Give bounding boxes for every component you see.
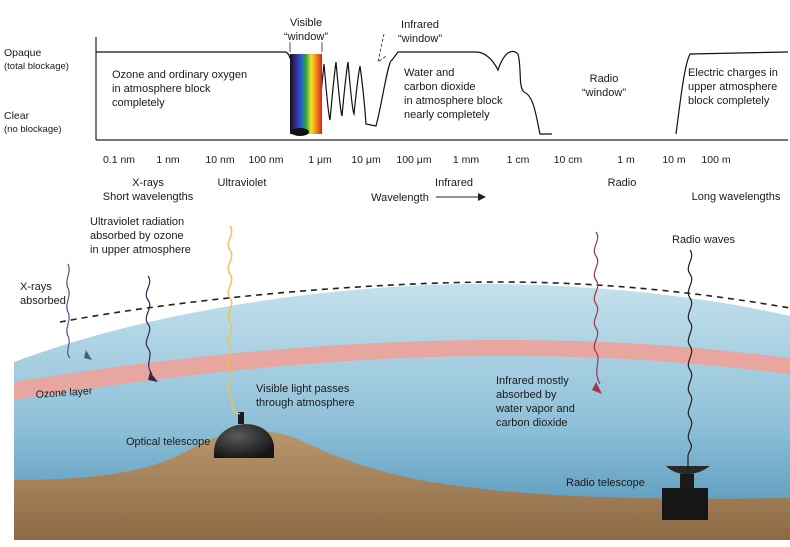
optical-telescope-label: Optical telescope: [126, 436, 210, 448]
water-note-1: Water and: [404, 67, 454, 79]
xray-note-2: absorbed: [20, 295, 66, 307]
infrared-window-pointer: [378, 34, 386, 62]
wavelength-tick-label: 1 cm: [507, 154, 530, 166]
water-note-2: carbon dioxide: [404, 81, 476, 93]
y-top-label-2: (total blockage): [4, 61, 69, 72]
opacity-curve-radio: [676, 52, 788, 134]
visible-note-1: Visible light passes: [256, 383, 350, 395]
visible-window-label-2: “window”: [284, 31, 328, 43]
water-note-3: in atmosphere block: [404, 95, 503, 107]
uv-note-1: Ultraviolet radiation: [90, 216, 184, 228]
visible-spectrum-band: [290, 54, 322, 134]
wavelength-tick-label: 1 nm: [156, 154, 180, 166]
infrared-note-4: carbon dioxide: [496, 417, 568, 429]
ozone-note-1: Ozone and ordinary oxygen: [112, 69, 247, 81]
radio-window-label-2: “window”: [582, 87, 626, 99]
band-label-infrared: Infrared: [435, 177, 473, 189]
infrared-note-3: water vapor and: [495, 403, 575, 415]
ozone-note-3: completely: [112, 97, 165, 109]
y-top-label-1: Opaque: [4, 47, 42, 59]
wavelength-tick-label: 10 m: [662, 154, 686, 166]
wavelength-tick-label: 1 m: [617, 154, 635, 166]
radio-waves-label: Radio waves: [672, 234, 735, 246]
electric-note-2: upper atmosphere: [688, 81, 777, 93]
spectrum-base: [291, 128, 309, 136]
visible-note-2: through atmosphere: [256, 397, 354, 409]
y-bottom-label-2: (no blockage): [4, 124, 62, 135]
uv-note-3: in upper atmosphere: [90, 244, 191, 256]
xray-note-1: X-rays: [20, 281, 52, 293]
visible-window-label-1: Visible: [290, 17, 322, 29]
wavelength-tick-label: 100 m: [701, 154, 730, 166]
band-label-ultraviolet: Ultraviolet: [218, 177, 267, 189]
band-labels: X-rays Short wavelengths Ultraviolet Inf…: [103, 177, 781, 204]
ozone-note-2: in atmosphere block: [112, 83, 211, 95]
radio-telescope-label: Radio telescope: [566, 477, 645, 489]
wavelength-tick-label: 10 μm: [351, 154, 381, 166]
long-wavelengths-label: Long wavelengths: [692, 191, 781, 203]
wavelength-axis-label: Wavelength: [371, 192, 429, 204]
short-wavelengths-label: Short wavelengths: [103, 191, 194, 203]
infrared-window-label-1: Infrared: [401, 19, 439, 31]
wavelength-tick-label: 0.1 nm: [103, 154, 135, 166]
electric-note-3: block completely: [688, 95, 770, 107]
wavelength-tick-label: 1 mm: [453, 154, 480, 166]
y-bottom-label-1: Clear: [4, 110, 30, 122]
band-label-xrays: X-rays: [132, 177, 164, 189]
wavelength-tick-label: 100 nm: [248, 154, 283, 166]
wavelength-arrow-icon: [436, 193, 486, 201]
atmosphere-scene: Ultraviolet radiation absorbed by ozone …: [14, 216, 790, 540]
wavelength-scale: 0.1 nm 1 nm 10 nm 100 nm 1 μm 10 μm 100 μm 1 mm…: [103, 154, 731, 166]
opacity-chart: Opaque (total blockage) Clear (no blocka…: [4, 17, 788, 140]
wavelength-tick-label: 1 μm: [308, 154, 332, 166]
water-note-4: nearly completely: [404, 109, 490, 121]
wavelength-tick-label: 10 nm: [205, 154, 234, 166]
infrared-note-2: absorbed by: [496, 389, 557, 401]
wavelength-tick-label: 100 μm: [396, 154, 431, 166]
uv-note-2: absorbed by ozone: [90, 230, 184, 242]
infrared-window-label-2: “window”: [398, 33, 442, 45]
wavelength-tick-label: 10 cm: [554, 154, 583, 166]
electric-note-1: Electric charges in: [688, 67, 778, 79]
infrared-note-1: Infrared mostly: [496, 375, 569, 387]
band-label-radio: Radio: [608, 177, 637, 189]
radio-window-label-1: Radio: [590, 73, 619, 85]
